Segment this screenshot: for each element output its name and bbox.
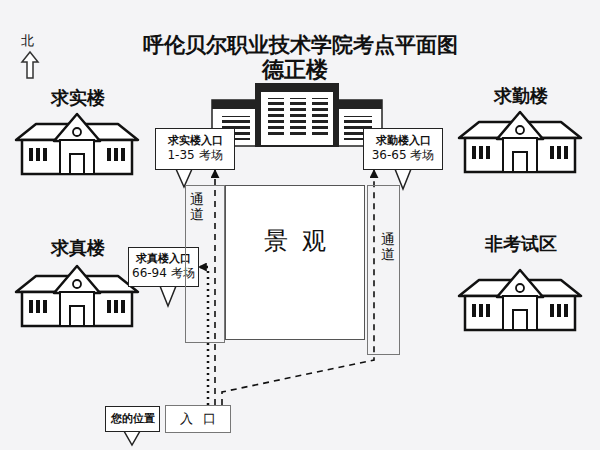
north-label: 北 bbox=[21, 32, 34, 50]
passage-band: 通道 bbox=[185, 185, 225, 343]
route-arrow bbox=[199, 267, 208, 405]
node-text: 求勤楼入口 bbox=[376, 134, 431, 148]
map-title: 呼伦贝尔职业技术学院考点平面图 bbox=[0, 31, 600, 59]
callout-pointer bbox=[160, 286, 176, 306]
node-text: 1-35 考场 bbox=[167, 148, 222, 164]
route-arrow bbox=[222, 170, 374, 405]
node-text: 通道 bbox=[381, 232, 395, 263]
position-callout: 您的位置 bbox=[105, 406, 160, 432]
building-label: 求真楼 bbox=[15, 236, 140, 326]
entrance-callout: 求勤楼入口36-65 考场 bbox=[363, 128, 443, 170]
node-text: 通道 bbox=[190, 192, 204, 223]
landscape-area: 景观 bbox=[225, 185, 365, 340]
building-label: 求实楼 bbox=[15, 86, 140, 174]
node-text: 求实楼入口 bbox=[168, 134, 223, 148]
entrance-callout: 求真楼入口66-94 考场 bbox=[128, 247, 199, 287]
node-text: 36-65 考场 bbox=[372, 148, 435, 164]
qiuqin-building bbox=[459, 112, 581, 172]
building-label: 非考试区 bbox=[458, 232, 583, 330]
qiuzhen-building bbox=[16, 266, 138, 326]
route-arrow bbox=[214, 170, 216, 405]
qiushi-building bbox=[16, 114, 138, 174]
entrance-callout: 求实楼入口1-35 考场 bbox=[155, 128, 235, 170]
building-label: 求勤楼 bbox=[458, 84, 583, 172]
node-text: 非考试区 bbox=[485, 232, 557, 255]
node-text: 入口 bbox=[180, 411, 226, 428]
node-text: 求真楼入口 bbox=[136, 252, 191, 266]
node-text: 求实楼 bbox=[51, 86, 105, 109]
node-text: 景观 bbox=[264, 226, 340, 257]
callout-pointer bbox=[395, 169, 411, 189]
dezheng-building bbox=[212, 84, 382, 146]
entrance-box: 入口 bbox=[165, 405, 231, 433]
node-text: 求真楼 bbox=[51, 236, 105, 259]
node-text: 求勤楼 bbox=[494, 84, 548, 107]
north-arrow bbox=[22, 52, 38, 78]
node-text: 德正楼 bbox=[262, 56, 328, 85]
callout-pointer bbox=[124, 431, 140, 445]
nonexam-building bbox=[459, 270, 581, 330]
passage-band: 通道 bbox=[367, 185, 400, 355]
node-text: 您的位置 bbox=[111, 412, 155, 426]
